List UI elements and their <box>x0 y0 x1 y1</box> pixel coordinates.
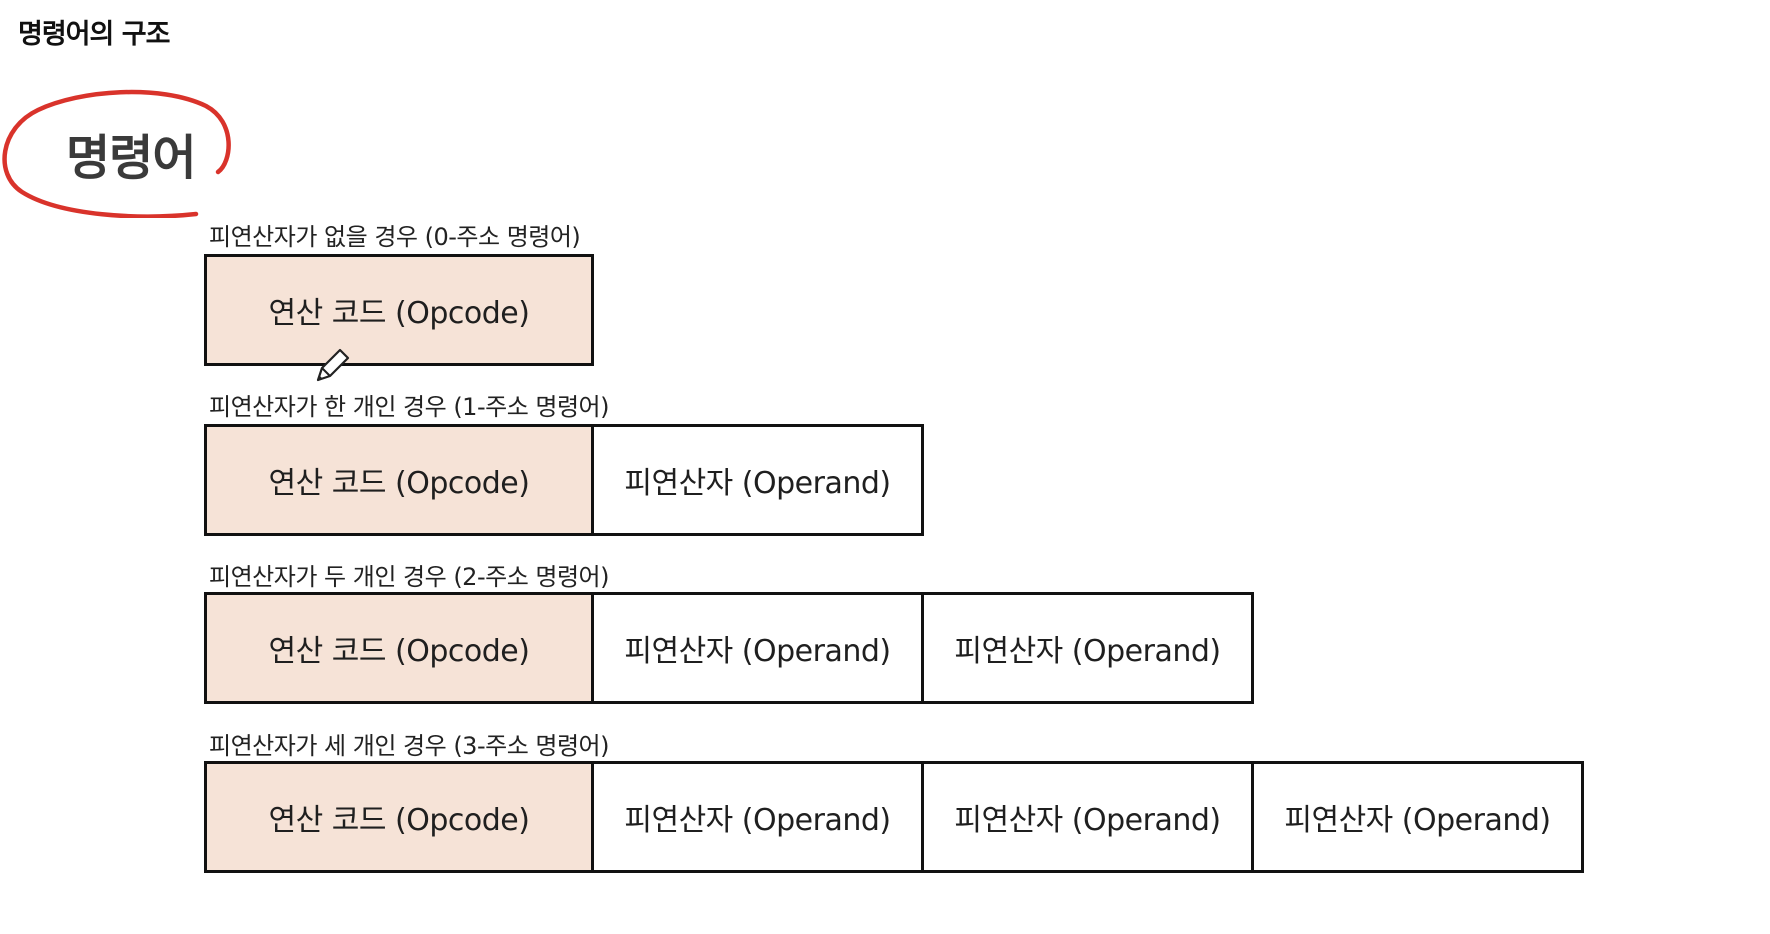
operand-cell: 피연산자 (Operand) <box>591 427 921 533</box>
case-label-0-address: 피연산자가 없을 경우 (0-주소 명령어) <box>209 223 581 251</box>
page-title: 명령어의 구조 <box>18 19 170 50</box>
case-label-2-address: 피연산자가 두 개인 경우 (2-주소 명령어) <box>209 563 610 591</box>
instruction-row-0-address: 연산 코드 (Opcode) <box>204 254 594 366</box>
operand-cell: 피연산자 (Operand) <box>921 595 1251 701</box>
red-circle-annotation <box>2 89 231 218</box>
case-label-1-address: 피연산자가 한 개인 경우 (1-주소 명령어) <box>209 393 610 421</box>
opcode-cell: 연산 코드 (Opcode) <box>207 427 591 533</box>
section-heading: 명령어 <box>0 88 240 218</box>
heading-text: 명령어 <box>66 130 196 186</box>
case-label-3-address: 피연산자가 세 개인 경우 (3-주소 명령어) <box>209 732 610 760</box>
instruction-row-3-address: 연산 코드 (Opcode) 피연산자 (Operand) 피연산자 (Oper… <box>204 761 1584 873</box>
operand-cell: 피연산자 (Operand) <box>591 595 921 701</box>
opcode-cell: 연산 코드 (Opcode) <box>207 257 591 363</box>
opcode-cell: 연산 코드 (Opcode) <box>207 764 591 870</box>
instruction-row-2-address: 연산 코드 (Opcode) 피연산자 (Operand) 피연산자 (Oper… <box>204 592 1254 704</box>
pencil-icon <box>316 348 350 382</box>
operand-cell: 피연산자 (Operand) <box>591 764 921 870</box>
operand-cell: 피연산자 (Operand) <box>1251 764 1581 870</box>
operand-cell: 피연산자 (Operand) <box>921 764 1251 870</box>
instruction-row-1-address: 연산 코드 (Opcode) 피연산자 (Operand) <box>204 424 924 536</box>
opcode-cell: 연산 코드 (Opcode) <box>207 595 591 701</box>
